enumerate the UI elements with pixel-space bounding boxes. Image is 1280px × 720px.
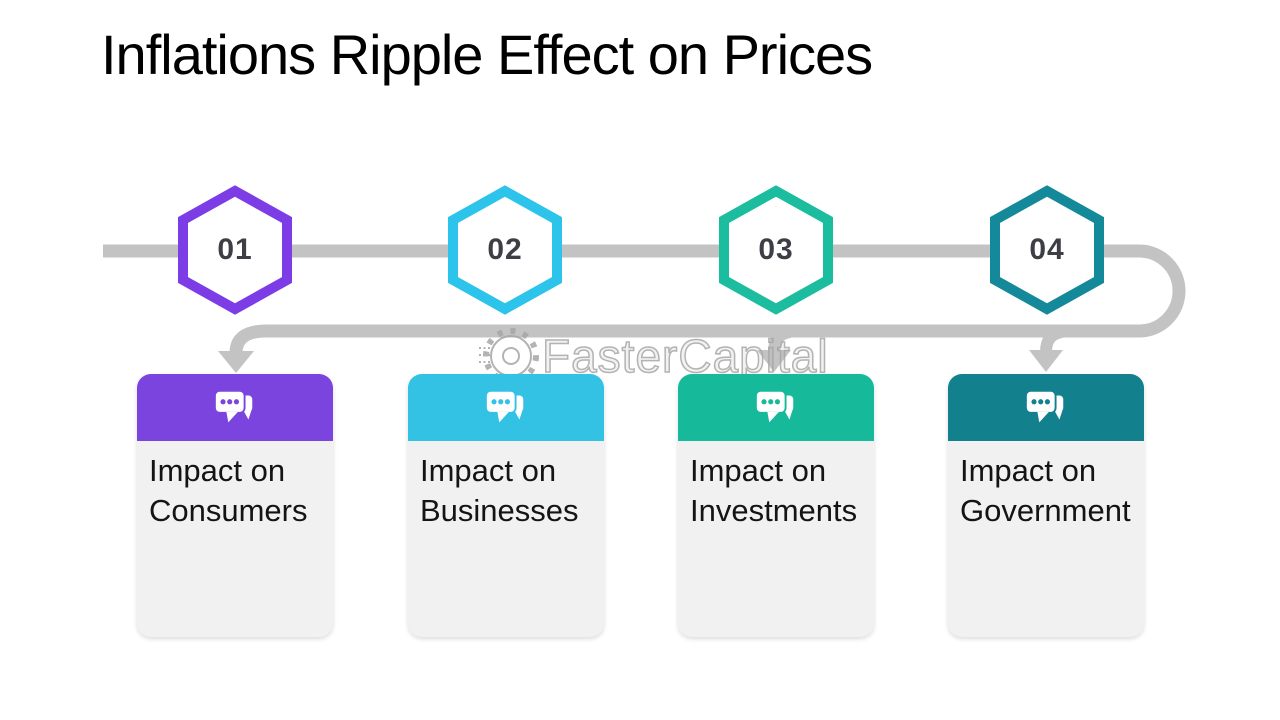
card-header	[137, 374, 333, 441]
hexagon-outline-icon	[990, 185, 1104, 315]
step-hexagon-1: 01	[177, 185, 293, 315]
timeline-line	[103, 244, 1186, 354]
timeline-hook-3	[768, 326, 792, 353]
card-impact-investments: Impact on Investments	[678, 374, 874, 637]
step-number: 03	[758, 233, 794, 266]
arrow-down-icon	[757, 350, 791, 372]
card-label: Impact on Businesses	[420, 453, 579, 528]
card-header	[678, 374, 874, 441]
chat-icon	[213, 389, 253, 422]
card-label: Impact on Investments	[690, 453, 858, 528]
arrow-down-icon	[1029, 350, 1063, 372]
card-label: Impact on Consumers	[149, 453, 308, 528]
card-header	[408, 374, 604, 441]
hexagon-outline-icon	[719, 185, 833, 315]
card-impact-businesses: Impact on Businesses	[408, 374, 604, 637]
step-number: 04	[1029, 233, 1065, 266]
chat-icon	[1024, 389, 1064, 422]
card-label: Impact on Government	[960, 453, 1131, 528]
step-number: 01	[217, 233, 253, 266]
chat-icon	[754, 389, 794, 422]
timeline-hook-4	[1040, 326, 1064, 353]
arrow-down-icon	[218, 351, 254, 373]
step-hexagon-2: 02	[447, 185, 563, 315]
step-hexagon-4: 04	[989, 185, 1105, 315]
chat-icon	[484, 389, 524, 422]
step-number: 02	[487, 233, 523, 266]
step-hexagon-3: 03	[718, 185, 834, 315]
card-header	[948, 374, 1144, 441]
hexagon-outline-icon	[178, 185, 292, 315]
hexagon-outline-icon	[448, 185, 562, 315]
card-impact-consumers: Impact on Consumers	[137, 374, 333, 637]
slide-title: Inflations Ripple Effect on Prices	[101, 23, 873, 86]
card-impact-government: Impact on Government	[948, 374, 1144, 637]
